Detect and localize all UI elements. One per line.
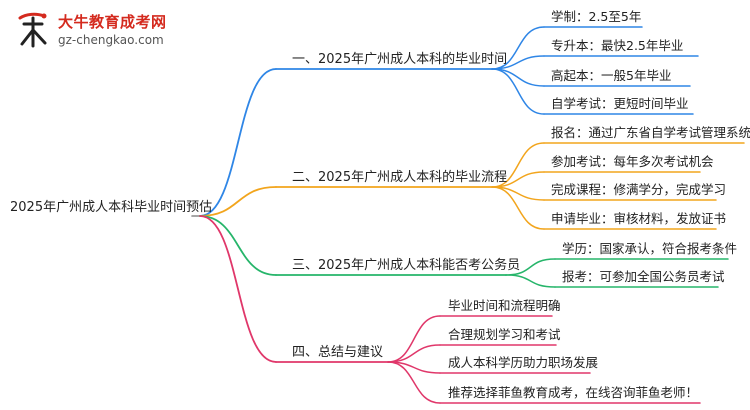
leaf-node[interactable]: 自学考试：更短时间毕业 xyxy=(551,96,689,111)
leaf-connector xyxy=(491,26,545,70)
leaf-node[interactable]: 专升本：最快2.5年毕业 xyxy=(551,38,684,53)
leaf-node[interactable]: 参加考试：每年多次考试机会 xyxy=(551,154,714,169)
site-logo[interactable]: 大牛教育成考网 gz-chengkao.com xyxy=(8,8,178,54)
leaf-node[interactable]: 推荐选择菲鱼教育成考，在线咨询菲鱼老师！ xyxy=(448,385,699,400)
leaf-connector xyxy=(387,344,441,363)
logo-name: 大牛教育成考网 xyxy=(58,13,167,31)
leaf-node[interactable]: 学制：2.5至5年 xyxy=(551,9,642,24)
logo-url: gz-chengkao.com xyxy=(58,33,164,47)
leaf-connector xyxy=(505,274,556,288)
root-node[interactable]: 2025年广州成人本科毕业时间预估 xyxy=(10,200,213,215)
leaf-connector xyxy=(491,55,545,70)
leaf-node[interactable]: 合理规划学习和考试 xyxy=(448,327,561,342)
leaf-node[interactable]: 申请毕业：审核材料，发放证书 xyxy=(551,211,727,226)
leaf-connector xyxy=(491,68,545,87)
branch-node[interactable]: 一、2025年广州成人本科的毕业时间 xyxy=(292,52,508,67)
logo-mascot-icon xyxy=(18,12,47,48)
leaf-connector xyxy=(491,142,545,188)
leaf-connector xyxy=(387,361,441,404)
leaf-connector xyxy=(387,315,441,363)
branch-connector xyxy=(199,215,277,363)
leaf-node[interactable]: 报名：通过广东省自学考试管理系统 xyxy=(551,125,750,140)
leaf-node[interactable]: 毕业时间和流程明确 xyxy=(448,298,561,313)
leaf-node[interactable]: 高起本：一般5年毕业 xyxy=(551,68,672,83)
leaf-node[interactable]: 完成课程：修满学分，完成学习 xyxy=(551,182,727,197)
leaf-node[interactable]: 成人本科学历助力职场发展 xyxy=(448,355,599,370)
branch-node[interactable]: 二、2025年广州成人本科的毕业流程 xyxy=(292,170,508,185)
branch-connector xyxy=(199,186,277,217)
leaf-node[interactable]: 学历：国家承认，符合报考条件 xyxy=(562,241,738,256)
branch-node[interactable]: 三、2025年广州成人本科能否考公务员 xyxy=(292,258,521,273)
branch-node[interactable]: 四、总结与建议 xyxy=(292,345,384,360)
branch-connector xyxy=(199,215,277,276)
leaf-connector xyxy=(491,186,545,230)
leaf-node[interactable]: 报考：可参加全国公务员考试 xyxy=(562,269,725,284)
branch-connector xyxy=(199,68,277,217)
leaf-connector xyxy=(491,68,545,115)
